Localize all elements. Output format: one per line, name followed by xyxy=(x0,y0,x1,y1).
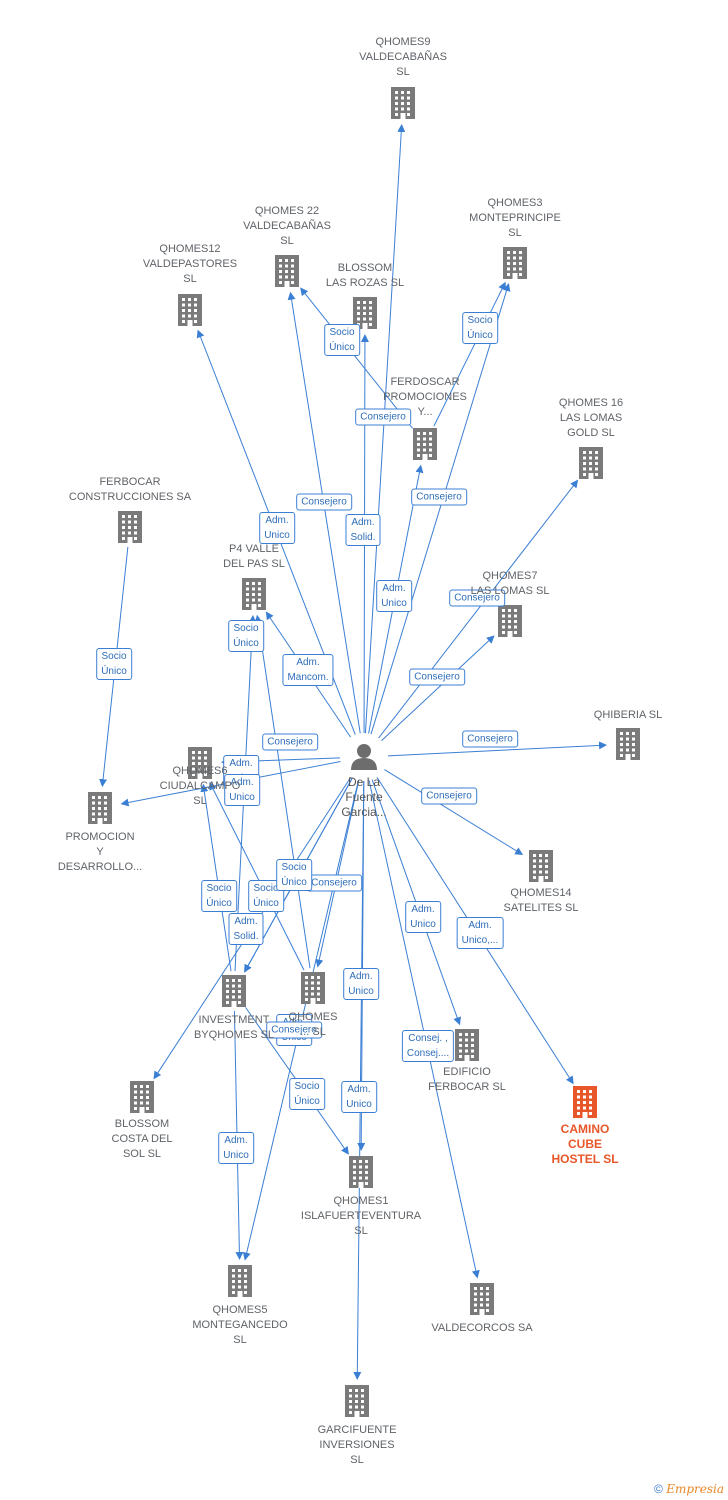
building-icon-ferbocar[interactable] xyxy=(118,511,142,543)
footer-brand[interactable]: © Empresia xyxy=(654,1482,724,1496)
building-icon-edificio[interactable] xyxy=(455,1029,479,1061)
building-icon-qh12[interactable] xyxy=(178,294,202,326)
edge-label-person-qh12[interactable]: Adm. Unico xyxy=(259,512,295,544)
edge-label-person-camino[interactable]: Adm. Unico,... xyxy=(456,917,504,949)
edge-qhomes_sl-qh6 xyxy=(209,781,305,971)
edge-label-person-qh16[interactable]: Consejero xyxy=(449,589,505,607)
edge-label-person-ferdoscar[interactable]: Adm. Unico xyxy=(376,580,412,612)
edge-label-qhomes_sl-p4[interactable]: Socio Único xyxy=(228,620,264,652)
edge-label-ferbocar-promocion[interactable]: Socio Único xyxy=(96,648,132,680)
building-icon-qh16[interactable] xyxy=(579,447,603,479)
node-label-garcifuente[interactable]: GARCIFUENTE INVERSIONES SL xyxy=(317,1424,397,1466)
copyright-symbol: © xyxy=(654,1482,663,1496)
node-label-edificio[interactable]: EDIFICIO FERBOCAR SL xyxy=(428,1066,506,1093)
building-icon-blossom_costa[interactable] xyxy=(130,1081,154,1113)
building-icon-qh7[interactable] xyxy=(498,605,522,637)
node-label-person[interactable]: De La Fuente Garcia... xyxy=(341,775,387,819)
edge-label-person-investment[interactable]: Consejero xyxy=(266,1021,322,1039)
edge-person-qh16 xyxy=(378,479,579,739)
node-label-qh1[interactable]: QHOMES1 ISLAFUERTEVENTURA SL xyxy=(300,1195,422,1237)
edge-person-qh9 xyxy=(364,123,406,734)
edge-label-investment-p4[interactable]: Adm. Unico xyxy=(218,1132,254,1164)
edge-person-qh22 xyxy=(287,291,361,734)
node-label-ferbocar[interactable]: FERBOCAR CONSTRUCCIONES SA xyxy=(68,476,192,503)
building-icon-p4[interactable] xyxy=(242,578,266,610)
edge-label-person-blossom_rozas[interactable]: Adm. Solid. xyxy=(345,514,381,546)
edge-label-person-qh5[interactable]: Adm. Unico xyxy=(343,968,379,1000)
building-icon-qh14[interactable] xyxy=(529,850,553,882)
node-label-qh22[interactable]: QHOMES 22 VALDECABAÑAS SL xyxy=(243,205,331,247)
building-icon-promocion[interactable] xyxy=(88,792,112,824)
building-icon-blossom_rozas[interactable] xyxy=(353,297,377,329)
edge-label-person-blossom_costa[interactable]: Adm. Unico xyxy=(224,774,260,806)
edge-label-person-qh22[interactable]: Consejero xyxy=(296,493,352,511)
edge-label-person-qh14[interactable]: Consejero xyxy=(421,787,477,805)
edge-label-person-qh1[interactable]: Adm. Unico xyxy=(341,1081,377,1113)
building-icon-qh3[interactable] xyxy=(503,247,527,279)
edge-investment-qh6 xyxy=(200,783,232,972)
building-icon-camino[interactable] xyxy=(573,1086,597,1118)
edge-qhomes_sl-p4 xyxy=(254,614,311,969)
building-icon-qhomes_sl[interactable] xyxy=(301,972,325,1004)
brand-name: Empresia xyxy=(666,1482,724,1496)
node-label-p4[interactable]: P4 VALLE DEL PAS SL xyxy=(223,543,285,570)
node-label-qh16[interactable]: QHOMES 16 LAS LOMAS GOLD SL xyxy=(558,397,624,439)
edge-label-investment-qh6[interactable]: Socio Único xyxy=(201,880,237,912)
edge-person-qh3 xyxy=(370,283,511,735)
node-label-blossom_rozas[interactable]: BLOSSOM LAS ROZAS SL xyxy=(325,262,405,289)
building-icon-valdecorcos[interactable] xyxy=(470,1283,494,1315)
edge-label-investment-qh5[interactable]: Socio Único xyxy=(289,1078,325,1110)
node-label-qh12[interactable]: QHOMES12 VALDEPASTORES SL xyxy=(142,243,238,285)
edge-label-ferdoscar-qh22[interactable]: Socio Único xyxy=(324,324,360,356)
node-label-qh3[interactable]: QHOMES3 MONTEPRINCIPE SL xyxy=(469,197,561,239)
edge-ferdoscar-qh22 xyxy=(300,287,413,429)
edge-label-person-p4[interactable]: Adm. Mancom. xyxy=(282,654,334,686)
node-label-qh5[interactable]: QHOMES5 MONTEGANCEDO SL xyxy=(192,1304,288,1346)
edge-label-ferdoscar-qh3[interactable]: Socio Único xyxy=(462,312,498,344)
edge-person-qhomes_sl xyxy=(315,780,360,968)
node-label-qh14[interactable]: QHOMES14 SATELITES SL xyxy=(503,887,579,914)
node-label-valdecorcos[interactable]: VALDECORCOS SA xyxy=(431,1322,533,1334)
edge-label-person-investment[interactable]: Adm. Solid. xyxy=(228,913,264,945)
node-label-camino[interactable]: CAMINO CUBE HOSTEL SL xyxy=(551,1122,619,1166)
edge-person-qh14 xyxy=(384,769,524,855)
node-label-qhomes_sl[interactable]: QHOMES ... SL xyxy=(288,1011,338,1038)
building-icon-qh5[interactable] xyxy=(228,1265,252,1297)
edge-label-person-qhiberia[interactable]: Consejero xyxy=(462,730,518,748)
node-label-qh6[interactable]: QHOMES6 CIUDALCAMPO SL xyxy=(159,765,241,807)
edge-label-person-valdecorcos[interactable]: Consej. , Consej.... xyxy=(401,1030,455,1062)
node-label-qh9[interactable]: QHOMES9 VALDECABAÑAS SL xyxy=(359,36,447,78)
edge-label-person-edificio[interactable]: Adm. Unico xyxy=(405,901,441,933)
node-label-ferdoscar[interactable]: FERDOSCAR PROMOCIONES Y... xyxy=(383,376,467,418)
person-icon[interactable] xyxy=(351,744,377,770)
edge-label-person-qh3[interactable]: Consejero xyxy=(411,488,467,506)
building-icon-qh22[interactable] xyxy=(275,255,299,287)
edge-ferdoscar-qh3 xyxy=(433,281,506,427)
edge-label-person-qh9[interactable]: Consejero xyxy=(355,408,411,426)
building-icon-ferdoscar[interactable] xyxy=(413,428,437,460)
edge-label-person-qh7[interactable]: Consejero xyxy=(409,668,465,686)
edge-person-valdecorcos xyxy=(368,780,480,1279)
building-icon-qh6[interactable] xyxy=(188,747,212,779)
edge-person-qhiberia xyxy=(387,741,608,757)
building-icon-qhiberia[interactable] xyxy=(616,728,640,760)
node-label-investment[interactable]: INVESTMENT BYQHOMES SL xyxy=(193,1014,275,1041)
edge-label-investment-qh1[interactable]: Socio Único xyxy=(276,859,312,891)
node-label-qhiberia[interactable]: QHIBERIA SL xyxy=(593,709,663,721)
edge-label-person-promocion[interactable]: Consejero xyxy=(262,733,318,751)
edge-person-garcifuente xyxy=(353,780,365,1381)
building-icon-qh1[interactable] xyxy=(349,1156,373,1188)
edge-person-qh7 xyxy=(381,635,495,742)
building-icon-garcifuente[interactable] xyxy=(345,1385,369,1417)
node-label-qh7[interactable]: QHOMES7 LAS LOMAS SL xyxy=(470,570,550,597)
edge-label-person-qhomes_sl[interactable]: Consejero xyxy=(306,874,362,892)
building-icon-qh9[interactable] xyxy=(391,87,415,119)
building-icon-investment[interactable] xyxy=(222,975,246,1007)
node-label-blossom_costa[interactable]: BLOSSOM COSTA DEL SOL SL xyxy=(111,1118,173,1160)
node-label-promocion[interactable]: PROMOCION Y DESARROLLO... xyxy=(57,831,143,873)
